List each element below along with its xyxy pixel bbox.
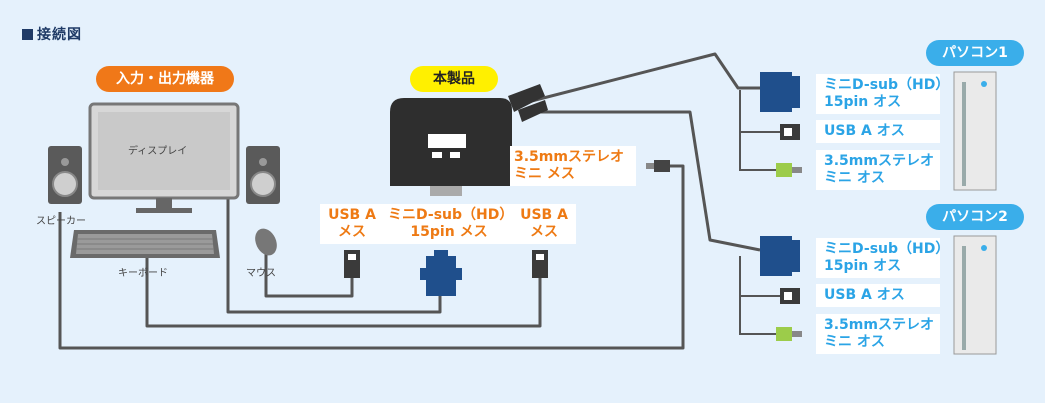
pc1-usb-connector-icon: [780, 124, 800, 140]
product-cable-pair: [508, 84, 548, 122]
pc2-audio-male-label: 3.5mmステレオ ミニ オス: [816, 314, 940, 354]
pc2-dsub-male-label: ミニD-sub（HD） 15pin オス: [816, 238, 949, 278]
pc2-usb-connector-icon: [780, 288, 800, 304]
pc1-vga-connector-icon: [760, 72, 800, 112]
usb-female-right-label: USB A メス: [512, 204, 576, 244]
pc1-badge: パソコン1: [926, 40, 1024, 66]
pc2-badge: パソコン2: [926, 204, 1024, 230]
display-label: ディスプレイ: [128, 146, 188, 157]
audio-female-label: 3.5mmステレオ ミニ メス: [510, 146, 636, 186]
pc2-audio-connector-icon: [776, 327, 802, 341]
pc2-tower-icon: [953, 235, 997, 355]
audio-jack-icon: [646, 160, 670, 172]
mouse-label: マウス: [246, 268, 276, 279]
pc2-main-cable: [530, 110, 761, 252]
speaker-right-icon: [246, 146, 280, 204]
kvm-switch-icon: [390, 98, 512, 196]
usb-port-right-icon: [532, 250, 548, 278]
pc1-usb-male-label: USB A オス: [816, 120, 940, 143]
mouse-icon: [255, 228, 277, 256]
dsub-female-label: ミニD-sub（HD） 15pin メス: [384, 204, 514, 244]
diagram-title: 接続図: [22, 24, 82, 44]
keyboard-label: キーボード: [118, 268, 168, 279]
pc1-audio-branch: [739, 110, 776, 171]
mouse-cable: [264, 252, 354, 298]
pc2-audio-branch: [739, 276, 776, 335]
speaker-left-icon: [48, 146, 82, 204]
pc1-dsub-male-label: ミニD-sub（HD） 15pin オス: [816, 74, 949, 114]
pc1-audio-male-label: 3.5mmステレオ ミニ オス: [816, 150, 940, 190]
io-devices-badge: 入力・出力機器: [96, 66, 234, 92]
usb-female-left-label: USB A メス: [320, 204, 384, 244]
square-bullet-icon: [22, 29, 33, 40]
monitor-icon: [88, 102, 240, 213]
pc1-tower-icon: [953, 71, 997, 191]
pc1-audio-connector-icon: [776, 163, 802, 177]
pc-branch-cables: [739, 90, 780, 335]
vga-port-icon: [420, 250, 462, 296]
speaker-label: スピーカー: [36, 216, 86, 227]
display-cable: [226, 196, 442, 314]
pc2-vga-connector-icon: [760, 236, 800, 276]
keyboard-cable: [145, 258, 542, 328]
pc2-usb-male-label: USB A オス: [816, 284, 940, 307]
pc1-main-cable: [519, 52, 760, 106]
usb-port-left-icon: [344, 250, 360, 278]
speaker-cable: [58, 164, 685, 350]
keyboard-icon: [70, 230, 220, 258]
cables: [58, 52, 761, 350]
product-badge: 本製品: [410, 66, 498, 92]
